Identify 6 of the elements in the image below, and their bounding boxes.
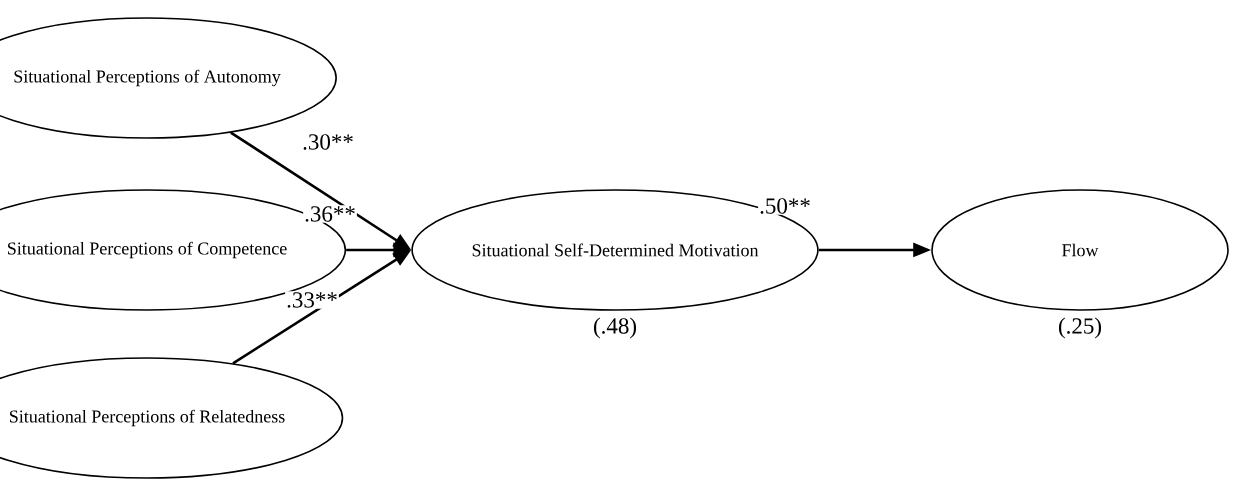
variance-label: (.48) [594,317,637,339]
variance-label: (.25) [1058,317,1102,339]
path-coefficient: .36** [303,205,357,223]
ellipse-node: Flow [931,189,1229,311]
path-coefficient: .50** [758,197,812,215]
path-coefficient: .33** [285,291,339,309]
